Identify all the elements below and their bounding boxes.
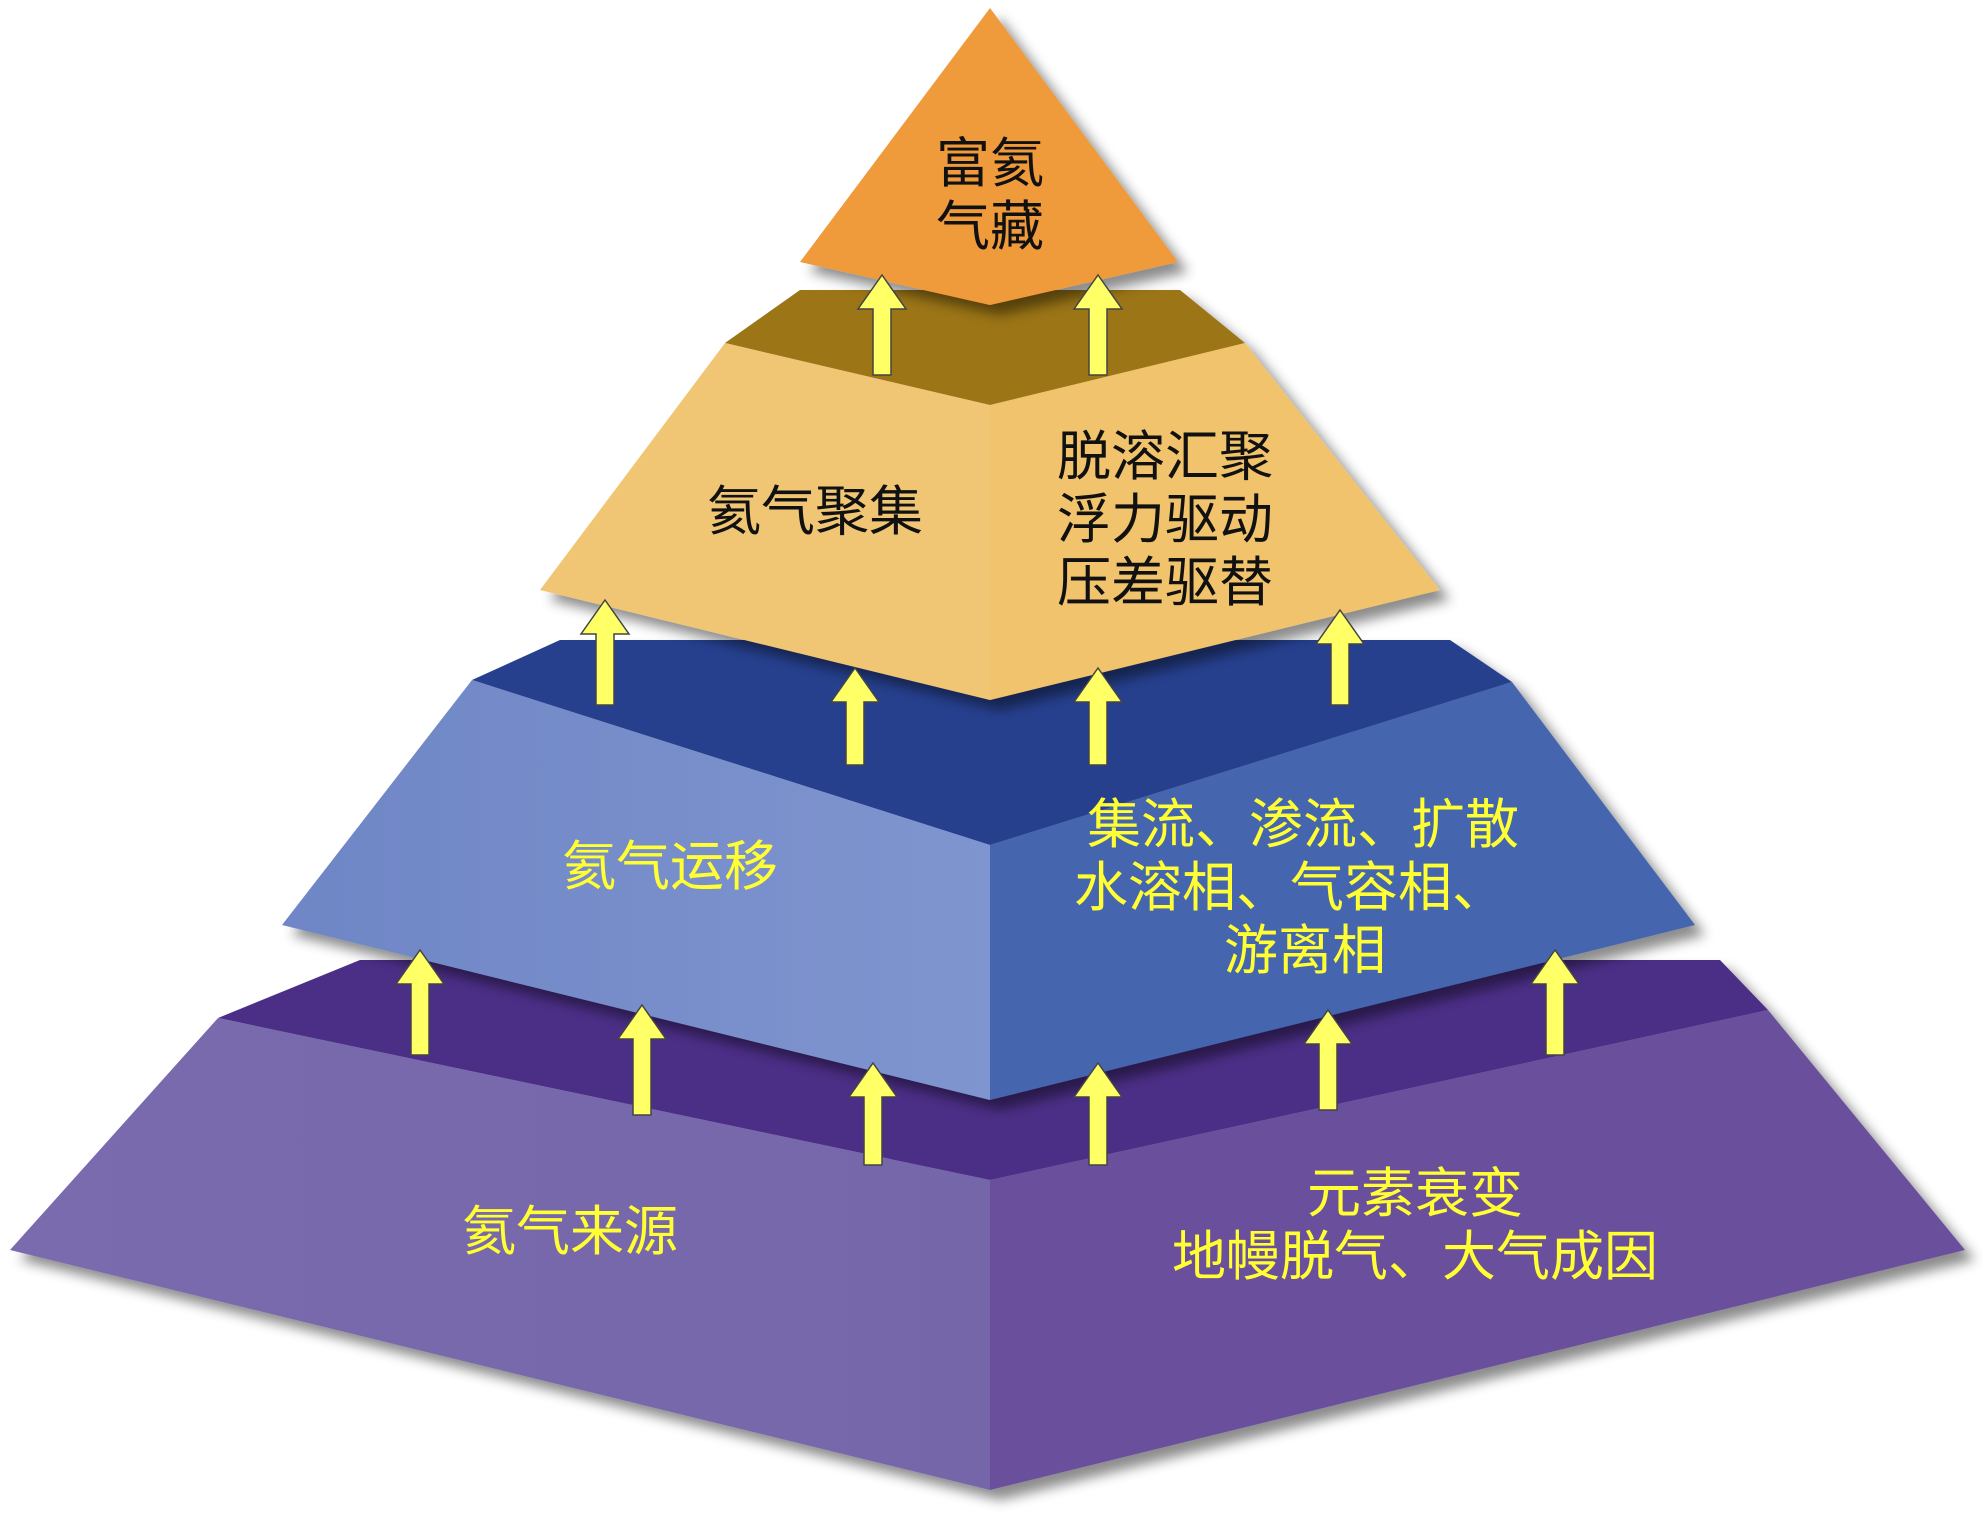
tier-accumulation-right-face xyxy=(990,343,1440,700)
up-arrow-icon xyxy=(1072,1061,1124,1166)
up-arrow-icon xyxy=(829,666,881,766)
up-arrow-icon xyxy=(1072,666,1124,766)
source-title: 氦气来源 xyxy=(462,1200,678,1263)
migration-title: 氦气运移 xyxy=(562,835,778,898)
migration-mechanism-3: 游离相 xyxy=(1224,919,1386,982)
up-arrow-icon xyxy=(1302,1008,1354,1111)
up-arrow-icon xyxy=(1072,273,1124,376)
up-arrow-icon xyxy=(1314,608,1366,706)
accumulation-mechanism-2: 浮力驱动 xyxy=(1057,488,1273,551)
up-arrow-icon xyxy=(616,1003,668,1116)
tier-migration-back-face xyxy=(472,640,1512,845)
tier-migration-left-face xyxy=(282,680,990,1100)
tier-migration-right-face xyxy=(990,682,1695,1100)
up-arrow-icon xyxy=(579,598,631,706)
top-label-line-2: 气藏 xyxy=(936,195,1044,258)
arrow-group xyxy=(394,273,1581,1166)
tier-top-face xyxy=(800,8,1178,305)
up-arrow-icon xyxy=(1529,948,1581,1056)
tier-accumulation-back-face xyxy=(725,290,1245,405)
up-arrow-icon xyxy=(394,948,446,1056)
migration-mechanism-2: 水溶相、气容相、 xyxy=(1074,856,1506,919)
accumulation-mechanism-1: 脱溶汇聚 xyxy=(1057,425,1273,488)
accumulation-mechanism-3: 压差驱替 xyxy=(1057,551,1273,614)
tier-top xyxy=(800,8,1178,305)
accumulation-title: 氦气聚集 xyxy=(707,480,923,543)
up-arrow-icon xyxy=(856,273,908,376)
up-arrow-icon xyxy=(847,1061,899,1166)
source-mechanism-1: 元素衰变 xyxy=(1307,1162,1523,1225)
tier-source-left-face xyxy=(10,1018,990,1490)
top-label-line-1: 富氦 xyxy=(936,132,1044,195)
migration-mechanism-1: 集流、渗流、扩散 xyxy=(1087,793,1519,856)
tier-migration xyxy=(282,640,1695,1100)
tier-accumulation xyxy=(540,290,1440,700)
tier-source-right-face xyxy=(990,1010,1965,1490)
tier-accumulation-left-face xyxy=(540,343,990,700)
source-mechanism-2: 地幔脱气、大气成因 xyxy=(1172,1225,1658,1288)
